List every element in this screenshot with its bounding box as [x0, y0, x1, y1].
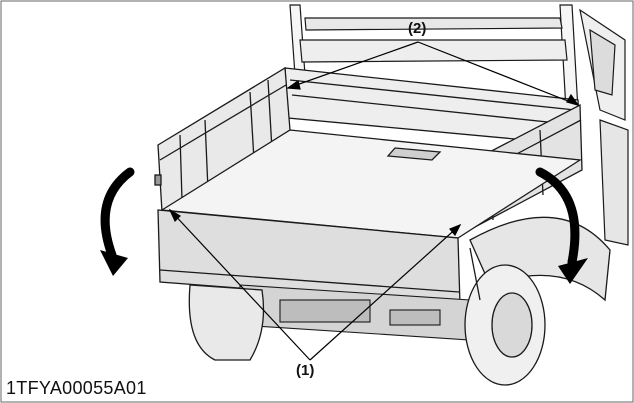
cargo-bed-floor: [160, 129, 582, 239]
cab-rollbar: [289, 4, 629, 246]
left-rear-wheel: [188, 284, 265, 361]
callout-1-label: (1): [296, 362, 315, 379]
cargo-bed-left-panel: [154, 66, 291, 214]
left-rotation-arrow-icon: [100, 167, 135, 260]
callout-1-leaders: [168, 208, 462, 361]
chassis: [239, 284, 471, 341]
right-rotation-arrow-icon: [535, 167, 580, 267]
left-arrowhead-icon: [100, 250, 128, 276]
callout-2-label: (2): [408, 20, 427, 37]
callout-2-leaders: [286, 41, 580, 107]
right-arrowhead-icon: [558, 258, 588, 284]
right-rear-wheel: [464, 216, 611, 386]
figure-code: 1TFYA00055A01: [6, 378, 147, 398]
